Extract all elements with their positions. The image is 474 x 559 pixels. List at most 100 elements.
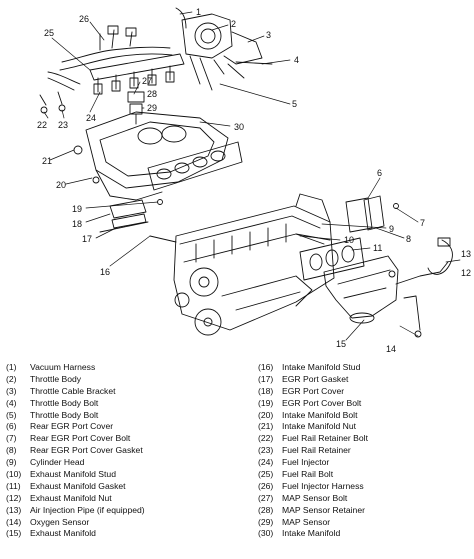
legend-number: (12) — [6, 492, 22, 503]
legend-item: (16) Intake Manifold Stud — [258, 362, 472, 374]
legend-number: (26) — [258, 480, 274, 491]
callout-24: 24 — [86, 113, 96, 123]
legend-label: EGR Port Cover Bolt — [282, 397, 362, 408]
callout-15: 15 — [336, 339, 346, 349]
legend-number: (9) — [6, 457, 17, 468]
legend-item: (26)Fuel Injector Harness — [258, 481, 472, 493]
callout-11: 11 — [373, 243, 382, 253]
callout-20: 20 — [56, 180, 66, 190]
legend-column-left: (1)Vacuum Harness (2) Throttle Body (3)Th… — [6, 362, 256, 540]
legend-number: (16) — [258, 362, 274, 372]
map-sensor-drawing — [127, 91, 145, 125]
legend-label: Intake Manifold — [282, 528, 341, 539]
legend-number: (30) — [258, 528, 274, 539]
callout-2: 2 — [231, 19, 236, 29]
callout-19: 19 — [72, 204, 82, 214]
legend-item: (3)Throttle Cable Bracket — [6, 386, 256, 398]
fuel-rail-drawing — [39, 53, 185, 114]
legend-item: (17) EGR Port Gasket — [258, 374, 472, 386]
legend-number: (24) — [258, 457, 274, 468]
callout-27: 27 — [142, 76, 152, 86]
legend-label: Throttle Body — [30, 373, 82, 384]
legend-item: (29) MAP Sensor — [258, 517, 472, 529]
legend-label: Rear EGR Port Cover — [30, 421, 114, 432]
legend-label: Cylinder Head — [30, 457, 85, 468]
legend-item: (9) Cylinder Head — [6, 457, 256, 469]
legend-item: (21) Intake Manifold Nut — [258, 421, 472, 433]
exploded-engine-diagram: 1 2 3 4 5 6 7 8 9 10 11 12 13 14 15 16 1… — [37, 7, 471, 354]
legend-label: Intake Manifold Bolt — [282, 409, 358, 420]
legend-label: Fuel Rail Retainer Bolt — [282, 433, 368, 444]
legend-number: (28) — [258, 504, 274, 515]
legend-label: Oxygen Sensor — [30, 516, 90, 527]
legend-label: MAP Sensor — [282, 516, 331, 527]
callout-22: 22 — [37, 120, 47, 130]
callout-3: 3 — [266, 30, 271, 40]
exhaust-manifold-drawing — [299, 237, 422, 338]
legend-label: Exhaust Manifold Gasket — [30, 480, 126, 491]
legend-item: (1)Vacuum Harness — [6, 362, 256, 374]
legend-item: (13) Air Injection Pipe (if equipped) — [6, 505, 256, 517]
legend-label: Throttle Body Bolt — [30, 397, 99, 408]
legend-item: (25)Fuel Rail Bolt — [258, 469, 472, 481]
legend-number: (10) — [6, 469, 22, 480]
legend-label: MAP Sensor Retainer — [282, 504, 365, 515]
fuel-injector-harness-drawing — [59, 25, 173, 71]
legend-label: Fuel Injector — [282, 457, 330, 468]
legend-number: (18) — [258, 385, 274, 396]
legend-label: Fuel Rail Retainer — [282, 445, 351, 456]
callout-labels: 1 2 3 4 5 6 7 8 9 10 11 12 13 14 15 16 1… — [37, 7, 471, 354]
callout-8: 8 — [406, 234, 411, 244]
legend-label: Intake Manifold Nut — [282, 421, 357, 432]
callout-1: 1 — [196, 7, 201, 17]
legend-number: (11) — [6, 480, 21, 491]
legend-number: (21) — [258, 421, 274, 432]
legend-number: (8) — [6, 445, 17, 456]
legend-number: (1) — [6, 362, 17, 372]
legend-label: EGR Port Gasket — [282, 373, 349, 384]
legend-number: (7) — [6, 433, 17, 444]
callout-30: 30 — [234, 122, 244, 132]
callout-17: 17 — [82, 234, 92, 244]
legend-item: (5)Throttle Body Bolt — [6, 410, 256, 422]
legend-label: Exhaust Manifold Nut — [30, 492, 112, 503]
callout-26: 26 — [79, 14, 89, 24]
legend-label: MAP Sensor Bolt — [282, 492, 348, 503]
callout-25: 25 — [44, 28, 54, 38]
callout-5: 5 — [292, 99, 297, 109]
legend-item: (11) Exhaust Manifold Gasket — [6, 481, 256, 493]
legend-number: (15) — [6, 528, 22, 539]
air-injection-pipe-drawing — [388, 237, 453, 285]
legend-item: (28) MAP Sensor Retainer — [258, 505, 472, 517]
legend-number: (22) — [258, 433, 274, 444]
legend-number: (5) — [6, 409, 17, 420]
egr-port-cover-drawing — [99, 199, 163, 233]
legend-item: (30) Intake Manifold — [258, 528, 472, 540]
legend-item: (12) Exhaust Manifold Nut — [6, 493, 256, 505]
engine-block-drawing — [173, 193, 335, 336]
legend-item: (19)EGR Port Cover Bolt — [258, 398, 472, 410]
callout-28: 28 — [147, 89, 157, 99]
callout-29: 29 — [147, 103, 157, 113]
legend-label: Fuel Rail Bolt — [282, 469, 334, 480]
legend-number: (2) — [6, 373, 17, 384]
legend-item: (8) Rear EGR Port Cover Gasket — [6, 445, 256, 457]
legend-item: (14)Oxygen Sensor — [6, 517, 256, 529]
legend-number: (13) — [6, 504, 22, 515]
legend-item: (6)Rear EGR Port Cover — [6, 421, 256, 433]
legend-label: Exhaust Manifold — [30, 528, 96, 539]
legend-number: (4) — [6, 397, 17, 408]
callout-leader-lines — [43, 11, 461, 341]
legend-number: (29) — [258, 516, 274, 527]
throttle-body-drawing — [175, 7, 273, 91]
legend-label: Air Injection Pipe (if equipped) — [30, 504, 145, 515]
legend-label: Rear EGR Port Cover Gasket — [30, 445, 143, 456]
callout-6: 6 — [377, 168, 382, 178]
callout-18: 18 — [72, 219, 82, 229]
legend-number: (17) — [258, 373, 274, 384]
legend-label: Intake Manifold Stud — [282, 362, 361, 372]
legend-item: (4) Throttle Body Bolt — [6, 398, 256, 410]
legend-item: (7)Rear EGR Port Cover Bolt — [6, 433, 256, 445]
callout-21: 21 — [42, 156, 52, 166]
legend-item: (15) Exhaust Manifold — [6, 528, 256, 540]
